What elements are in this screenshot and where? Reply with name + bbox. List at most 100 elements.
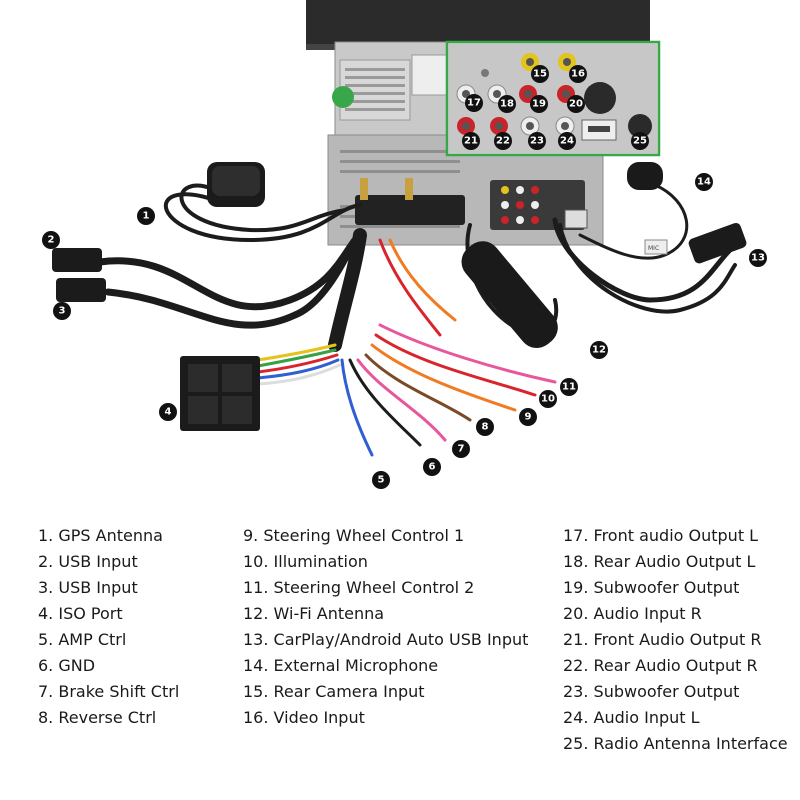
legend-item: 4. ISO Port: [38, 604, 123, 623]
badge-4: 4: [159, 403, 177, 421]
svg-text:4: 4: [165, 407, 172, 418]
wire-harness-orange: [388, 238, 457, 322]
svg-text:21: 21: [464, 136, 478, 147]
wire-amp-ctrl: [340, 358, 374, 457]
microphone: [627, 162, 663, 190]
svg-text:9: 9: [525, 412, 532, 423]
rca-jack-16: [558, 53, 576, 71]
svg-text:22: 22: [496, 136, 510, 147]
badge-22: 22: [494, 132, 512, 150]
badge-1: 1: [137, 207, 155, 225]
svg-text:1: 1: [143, 211, 150, 222]
badge-7: 7: [452, 440, 470, 458]
legend-item: 11. Steering Wheel Control 2: [243, 578, 475, 597]
mic-tag: [644, 239, 668, 255]
usb-plug-top: [52, 248, 102, 272]
legend-item: 3. USB Input: [38, 578, 138, 597]
badge-13: 13: [749, 249, 767, 267]
legend-item: 24. Audio Input L: [563, 708, 700, 727]
rca-jack-21: [457, 117, 475, 135]
gps-cable: [163, 183, 362, 243]
wire-illumination: [374, 333, 537, 397]
carplay-usb-plug: [688, 222, 747, 264]
iso-port-connector: [180, 356, 260, 431]
legend-column-3: 17. Front audio Output L 18. Rear Audio …: [563, 523, 788, 757]
carplay-cable-loop: [558, 223, 737, 314]
legend-item: 9. Steering Wheel Control 1: [243, 526, 465, 545]
wire-brake: [356, 358, 447, 442]
svg-text:16: 16: [571, 69, 585, 80]
iso-wire-white: [256, 363, 342, 386]
badge-21: 21: [462, 132, 480, 150]
svg-text:20: 20: [569, 99, 583, 110]
badge-14: 14: [695, 173, 713, 191]
legend-item: 2. USB Input: [38, 552, 138, 571]
legend-item: 7. Brake Shift Ctrl: [38, 682, 180, 701]
svg-text:13: 13: [751, 253, 765, 264]
legend-item: 18. Rear Audio Output L: [563, 552, 756, 571]
iso-wire-green: [256, 348, 337, 368]
badge-5: 5: [372, 471, 390, 489]
badge-25: 25: [631, 132, 649, 150]
legend-item: 15. Rear Camera Input: [243, 682, 425, 701]
badge-18: 18: [498, 95, 516, 113]
svg-text:17: 17: [467, 98, 481, 109]
legend-item: 12. Wi-Fi Antenna: [243, 604, 385, 623]
svg-text:23: 23: [530, 136, 544, 147]
svg-text:14: 14: [697, 177, 711, 188]
svg-text:2: 2: [48, 235, 55, 246]
badge-9: 9: [519, 408, 537, 426]
rca-jack-22: [490, 117, 508, 135]
screen-back: [306, 0, 650, 48]
svg-text:24: 24: [560, 136, 574, 147]
svg-text:25: 25: [633, 136, 647, 147]
legend-item: 1. GPS Antenna: [38, 526, 163, 545]
legend-item: 22. Rear Audio Output R: [563, 656, 758, 675]
legend-item: 19. Subwoofer Output: [563, 578, 740, 597]
legend-item: 6. GND: [38, 656, 96, 675]
legend-column-2: 9. Steering Wheel Control 1 10. Illumina…: [243, 523, 528, 731]
svg-text:12: 12: [592, 345, 606, 356]
usb-plug-bottom: [56, 278, 106, 302]
legend-item: 20. Audio Input R: [563, 604, 702, 623]
svg-text:7: 7: [458, 444, 465, 455]
rca-jack-24: [555, 116, 575, 136]
badge-24: 24: [558, 132, 576, 150]
svg-text:19: 19: [532, 99, 546, 110]
badge-12: 12: [590, 341, 608, 359]
svg-text:8: 8: [482, 422, 489, 433]
svg-text:15: 15: [533, 69, 547, 80]
wire-reverse: [364, 353, 472, 422]
inset-round-connector: [584, 82, 616, 114]
wiring-diagram: MIC 1 2 3 4 5 6 7 8 9 10 11 12: [42, 0, 767, 489]
usb-cable-top: [96, 236, 359, 311]
iso-wire-red: [256, 353, 339, 374]
badge-11: 11: [560, 378, 578, 396]
legend-item: 10. Illumination: [243, 552, 368, 571]
svg-text:18: 18: [500, 99, 514, 110]
iso-wire-blue: [256, 358, 340, 380]
wire-harness-red: [378, 238, 442, 337]
badge-17: 17: [465, 94, 483, 112]
badge-16: 16: [569, 65, 587, 83]
legend-item: 8. Reverse Ctrl: [38, 708, 157, 727]
badge-6: 6: [423, 458, 441, 476]
legend-item: 25. Radio Antenna Interface: [563, 734, 788, 753]
badge-3: 3: [53, 302, 71, 320]
legend: 1. GPS Antenna 2. USB Input 3. USB Input…: [0, 523, 800, 763]
mic-tag-label: MIC: [648, 245, 659, 252]
wire-swc2: [378, 323, 557, 384]
mic-cable: [578, 183, 689, 260]
badge-8: 8: [476, 418, 494, 436]
iso-wire-yellow: [256, 343, 337, 362]
rca-jack-15: [521, 53, 539, 71]
legend-item: 21. Front Audio Output R: [563, 630, 762, 649]
wire-swc1: [370, 343, 517, 412]
wire-gnd: [348, 358, 422, 447]
rear-panel-inset: [445, 40, 661, 157]
svg-text:11: 11: [562, 382, 576, 393]
legend-item: 17. Front audio Output L: [563, 526, 759, 545]
rca-jack-23: [520, 116, 540, 136]
legend-column-1: 1. GPS Antenna 2. USB Input 3. USB Input…: [38, 523, 179, 731]
harness-bundle: [328, 228, 367, 352]
